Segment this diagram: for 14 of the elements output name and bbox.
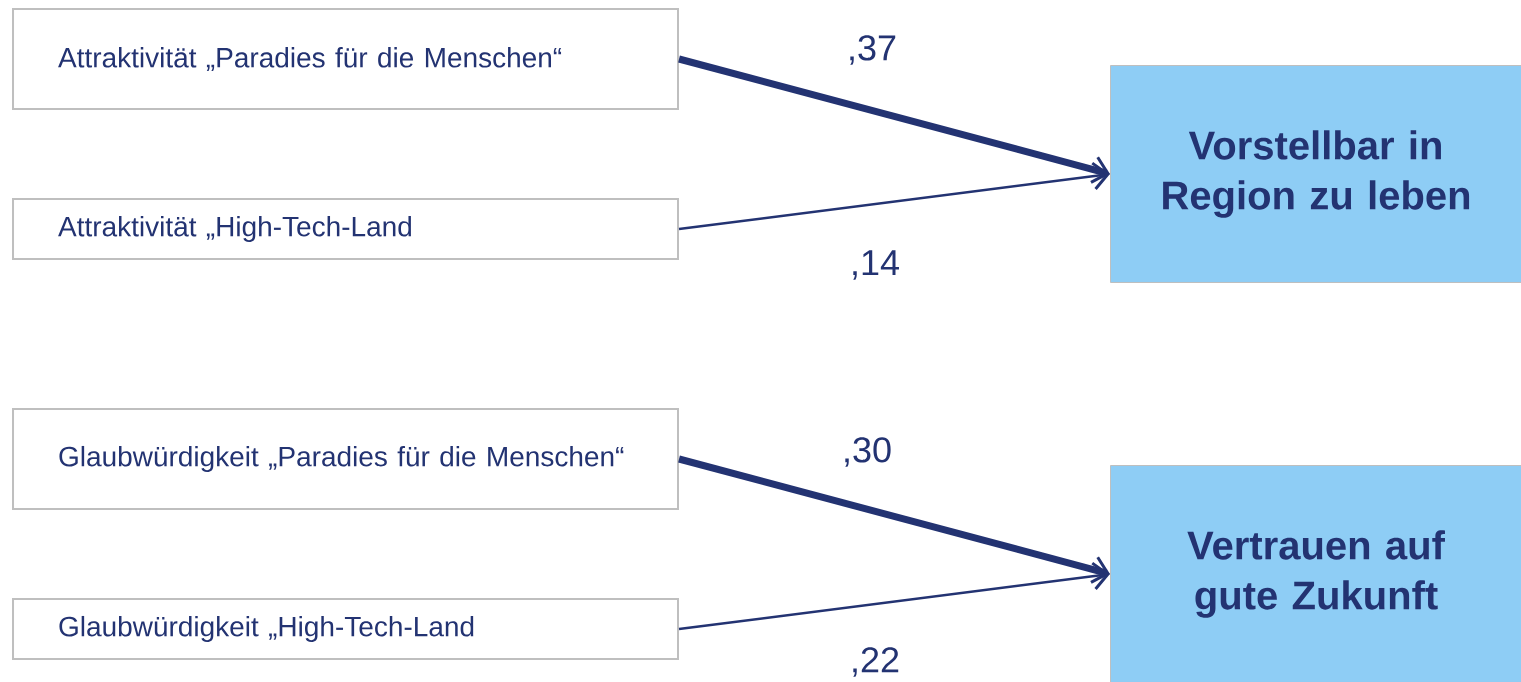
input-box: Attraktivität „High-Tech-Land [12,198,679,260]
edge-label: ,30 [840,435,895,469]
arrow [678,161,1110,231]
input-box: Attraktivität „Paradies für die Menschen“ [12,8,679,110]
outcome-box: Vorstellbar in Region zu leben [1110,65,1521,283]
outcome-box: Vertrauen auf gute Zukunft [1110,465,1521,682]
arrow [678,455,1110,584]
input-box: Glaubwürdigkeit „High-Tech-Land [12,598,679,660]
input-box: Glaubwürdigkeit „Paradies für die Menschen“ [12,408,679,510]
edge-label: ,37 [845,33,900,67]
arrow [678,55,1110,184]
edge-label: ,22 [848,645,903,679]
edge-label: ,14 [848,248,903,282]
arrow [678,561,1110,631]
